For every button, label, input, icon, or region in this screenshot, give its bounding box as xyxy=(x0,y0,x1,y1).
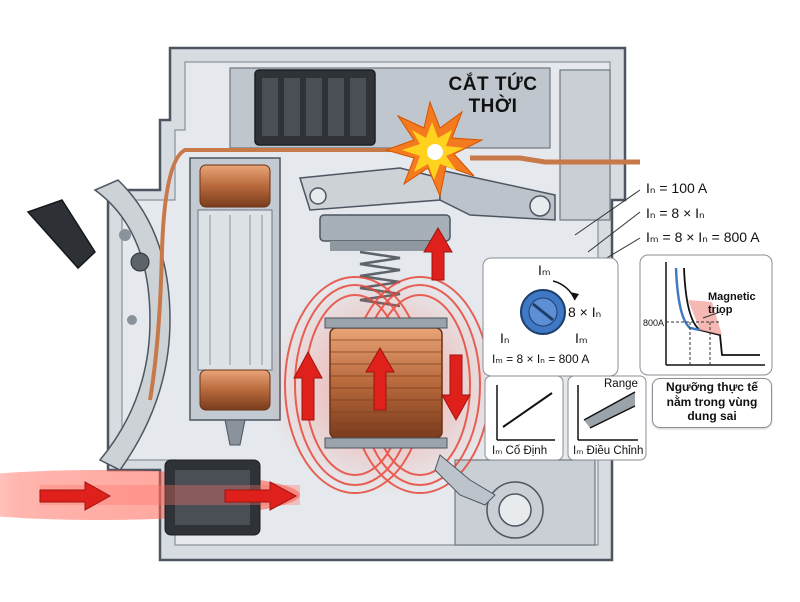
dial-label-bottom-left: Iₙ xyxy=(500,330,510,346)
title-line-1: CẮT TỨC xyxy=(448,74,538,95)
bottom-terminal xyxy=(40,454,544,539)
curve-800a-label: 800A xyxy=(643,318,665,328)
thermal-coil xyxy=(189,157,281,446)
rated-current-label: Iₙ = 100 A xyxy=(646,180,708,196)
graph-adjustable-label: Iₘ Điều Chỉnh xyxy=(573,445,644,457)
magnetic-trip-line-2: triọp xyxy=(708,304,733,316)
threshold-line-2: nằm trong vùng xyxy=(666,394,758,409)
copper-lead xyxy=(148,148,420,401)
graph-fixed xyxy=(484,375,564,461)
title-instant-trip: CẮT TỨC THỜI xyxy=(447,74,539,118)
arc-spark-icon xyxy=(384,100,484,198)
graph-adjustable xyxy=(567,375,647,461)
threshold-callout xyxy=(652,378,772,428)
dial-label-top: Iₘ xyxy=(538,262,551,278)
threshold-text: Ngưỡng thực tế nằm trong vùng dung sai xyxy=(656,380,768,424)
dial-panel xyxy=(482,257,619,377)
title-line-2: THỜI xyxy=(468,96,518,117)
dial-label-bottom-right: Iₘ xyxy=(575,330,588,346)
contact-mechanism xyxy=(299,167,556,251)
magnetic-trip-value-label: Iₘ = 8 × Iₙ = 800 A xyxy=(646,229,760,245)
range-label: Range xyxy=(604,378,638,390)
threshold-line-1: Ngưỡng thực tế xyxy=(666,380,758,394)
dial-label-right: 8 × Iₙ xyxy=(568,304,602,320)
magnetic-trip-line-1: Magnetic xyxy=(708,291,756,303)
threshold-line-3: dung sai xyxy=(687,409,737,423)
magnetic-trip-label: Magnetic triọp xyxy=(708,291,756,317)
graph-fixed-label: Iₘ Cố Định xyxy=(492,445,548,457)
magnetic-multiple-label: Iₙ = 8 × Iₙ xyxy=(646,205,705,221)
arc-chute xyxy=(254,69,376,146)
dial-formula: Iₘ = 8 × Iₙ = 800 A xyxy=(492,352,590,366)
current-flow-arrows xyxy=(39,227,471,511)
